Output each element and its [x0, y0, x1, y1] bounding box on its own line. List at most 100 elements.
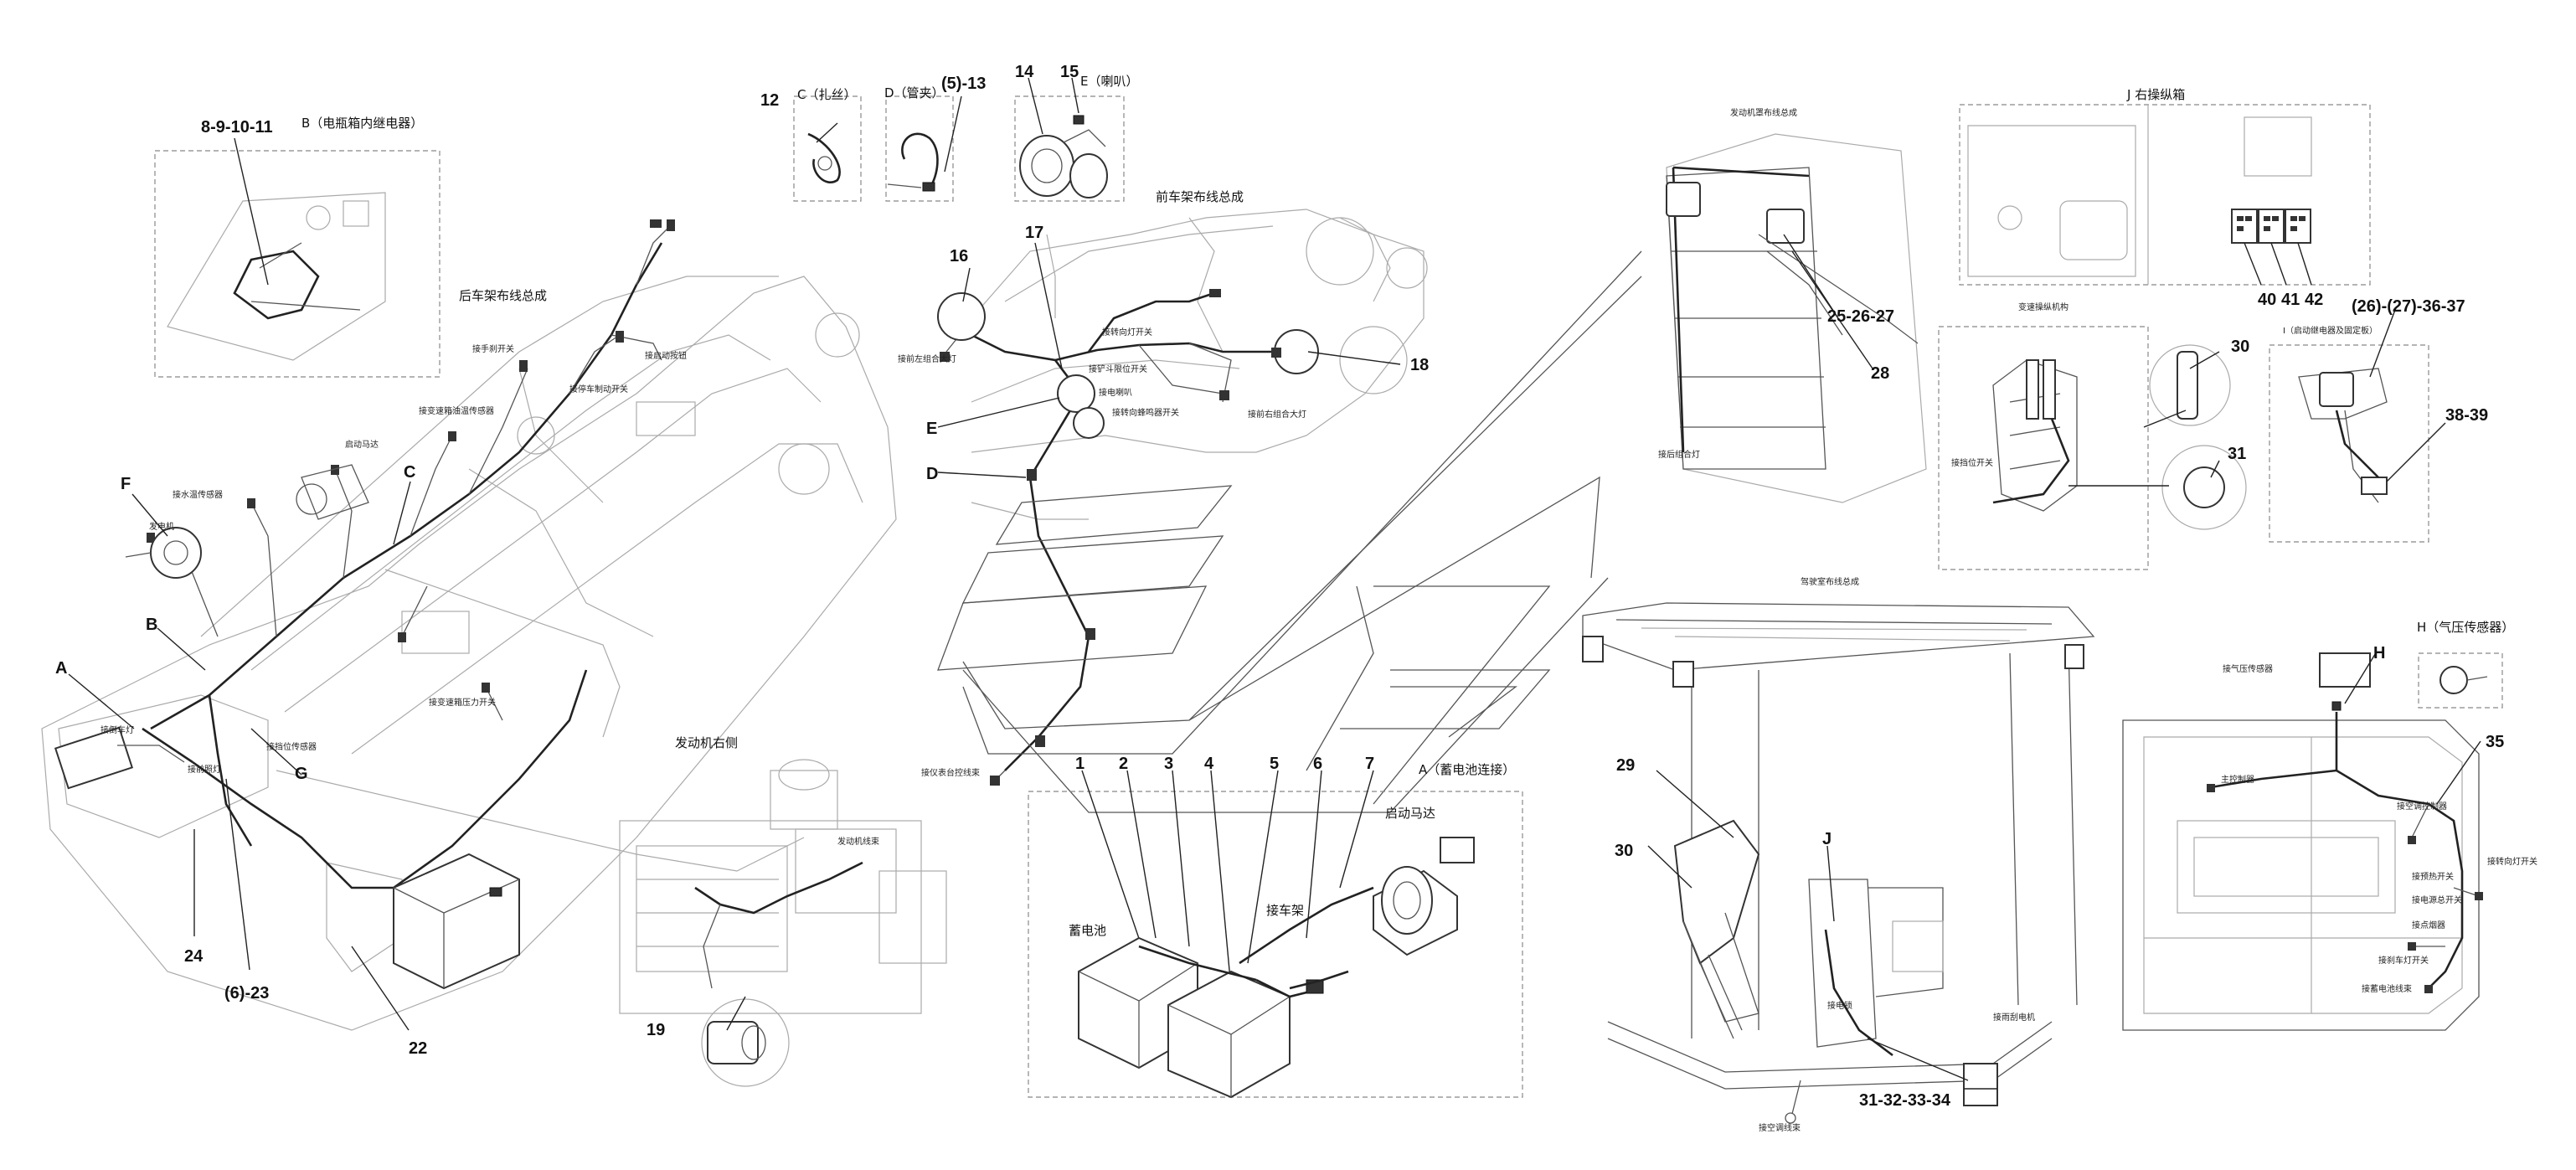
- label-cab-wiper: 接雨刮电机: [1993, 1012, 2035, 1023]
- label-dashboard-harness: 接仪表台控线束: [921, 767, 980, 778]
- label-engine-harness: 发动机线束: [837, 836, 879, 847]
- fuse-box-right-console: [1959, 104, 2371, 286]
- engine-right-side: [619, 759, 947, 1087]
- label-battery: 蓄电池: [1069, 923, 1106, 938]
- callout-A: A: [55, 659, 67, 678]
- label-gear-switch: 接挡位开关: [1951, 457, 1993, 468]
- rear-frame-assembly: [41, 150, 897, 1031]
- label-front-right-headlight: 接前右组合大灯: [1248, 409, 1306, 420]
- cab-title: 驾驶室布线总成: [1801, 576, 1859, 587]
- label-starter-motor: 启动马达: [1385, 806, 1435, 821]
- label-transmission-oil-temp: 接变速箱油温传感器: [419, 405, 494, 416]
- callout-B: B: [146, 616, 157, 634]
- engine-right-title: 发动机右侧: [675, 735, 738, 750]
- label-air-pressure-sensor: 接气压传感器: [2223, 663, 2273, 674]
- callout-4: 4: [1204, 755, 1214, 773]
- label-reverse-light: 接倒车灯: [100, 724, 134, 735]
- shift-mechanism-title: 变速操纵机构: [2018, 302, 2069, 312]
- label-front-light: 接前照灯: [188, 764, 221, 775]
- label-turn-signal-switch: 接转向灯开关: [1102, 327, 1152, 338]
- callout-1: 1: [1075, 755, 1084, 773]
- callout-35: 35: [2486, 733, 2504, 751]
- callout-40: 40: [2258, 291, 2276, 309]
- label-water-temp-sensor: 接水温传感器: [173, 489, 223, 500]
- callout-24: 24: [184, 947, 204, 966]
- start-relay-title: I（启动继电器及固定板）: [2283, 325, 2378, 336]
- label-cab-ac: 接空调线束: [1759, 1122, 1801, 1133]
- label-parking-brake-switch: 接停车制动开关: [569, 384, 628, 394]
- engine-hood-assembly: [1666, 133, 1927, 503]
- label-cab-key: 接电锁: [1827, 1000, 1852, 1011]
- label-transmission-pressure-switch: 接变速箱压力开关: [429, 697, 496, 708]
- detail-e-title: E（喇叭）: [1080, 74, 1138, 89]
- label-bucket-limit-switch: 接铲斗限位开关: [1089, 363, 1147, 374]
- cab-assembly: [1582, 602, 2095, 1124]
- callout-12: 12: [760, 91, 779, 110]
- callout-E: E: [926, 420, 937, 438]
- callout-14: 14: [1015, 63, 1034, 81]
- label-front-left-headlight: 接前左组合大灯: [898, 353, 956, 364]
- callout-18: 18: [1410, 356, 1429, 374]
- detail-b-title: B（电瓶箱内继电器）: [301, 116, 423, 131]
- callout-19: 19: [647, 1021, 665, 1039]
- callout-22: 22: [409, 1039, 427, 1058]
- fuse-box-title: J 右操纵箱: [2126, 87, 2185, 102]
- label-main-controller: 主控制器: [2221, 774, 2254, 785]
- callout-38-39: 38-39: [2445, 406, 2488, 425]
- label-electric-horn: 接电喇叭: [1099, 387, 1132, 398]
- callout-28: 28: [1871, 364, 1889, 383]
- label-rear-combo-light: 接后组合灯: [1658, 449, 1700, 460]
- text-labels: 8-9-10-11 B（电瓶箱内继电器） 后车架布线总成 F B A C G 2…: [55, 63, 2537, 1133]
- callout-41: 41: [2281, 291, 2300, 309]
- callout-5-13: (5)-13: [941, 75, 986, 93]
- detail-d-title: D（管夹）: [884, 85, 945, 101]
- callout-7: 7: [1365, 755, 1374, 773]
- callout-6: 6: [1313, 755, 1322, 773]
- label-start-button: 接启动按钮: [645, 350, 687, 361]
- callout-8-9-10-11: 8-9-10-11: [201, 118, 273, 137]
- label-preheat-switch: 接预热开关: [2412, 871, 2454, 882]
- label-starter-motor-rear: 启动马达: [345, 439, 379, 450]
- label-cigarette-lighter: 接点烟器: [2412, 920, 2445, 930]
- callout-30-shift: 30: [2231, 338, 2249, 356]
- callout-30-cab: 30: [1615, 842, 1633, 860]
- callout-42: 42: [2305, 291, 2323, 309]
- callout-C: C: [404, 463, 415, 482]
- label-alternator: 发电机: [149, 521, 174, 532]
- callout-3: 3: [1164, 755, 1173, 773]
- shift-mechanism: [1938, 326, 2247, 570]
- callout-6-23: (6)-23: [224, 984, 269, 1002]
- callout-16: 16: [950, 247, 968, 265]
- leader-lines: [68, 77, 2481, 1090]
- callout-J: J: [1822, 830, 1832, 848]
- air-sensor-title: H（气压传感器）: [2417, 620, 2514, 635]
- cab-floor-harness: [2122, 652, 2503, 1031]
- front-frame-assembly: [937, 209, 1428, 786]
- callout-26-27-36-37: (26)-(27)-36-37: [2352, 297, 2465, 316]
- callout-D: D: [926, 465, 938, 483]
- callout-H: H: [2373, 644, 2385, 662]
- callout-5: 5: [1270, 755, 1279, 773]
- label-buzzer-switch: 接转向蜂鸣器开关: [1112, 407, 1179, 418]
- label-brake-light-switch: 接刹车灯开关: [2378, 955, 2429, 966]
- callout-31-shift: 31: [2228, 445, 2246, 463]
- callout-F: F: [121, 475, 131, 493]
- callout-29: 29: [1616, 756, 1635, 775]
- label-battery-harness: 接蓄电池线束: [2362, 983, 2412, 994]
- label-to-frame: 接车架: [1266, 903, 1304, 918]
- engine-hood-title: 发动机罩布线总成: [1730, 107, 1797, 118]
- label-turn-switch-cab: 接转向灯开关: [2487, 856, 2537, 867]
- callout-25-26-27: 25-26-27: [1827, 307, 1894, 326]
- start-relay-plate: [2269, 344, 2429, 543]
- front-frame-title: 前车架布线总成: [1156, 189, 1244, 204]
- label-ac-controller: 接空调控制器: [2397, 801, 2447, 812]
- battery-detail-title: A（蓄电池连接）: [1419, 762, 1515, 777]
- label-handbrake-switch: 接手刹开关: [472, 343, 514, 354]
- label-gear-sensor: 接挡位传感器: [266, 741, 317, 752]
- callout-G: G: [295, 765, 308, 783]
- callout-17: 17: [1025, 224, 1043, 242]
- rear-frame-title: 后车架布线总成: [459, 288, 547, 303]
- callout-15: 15: [1060, 63, 1079, 81]
- battery-connection: [962, 250, 1642, 1099]
